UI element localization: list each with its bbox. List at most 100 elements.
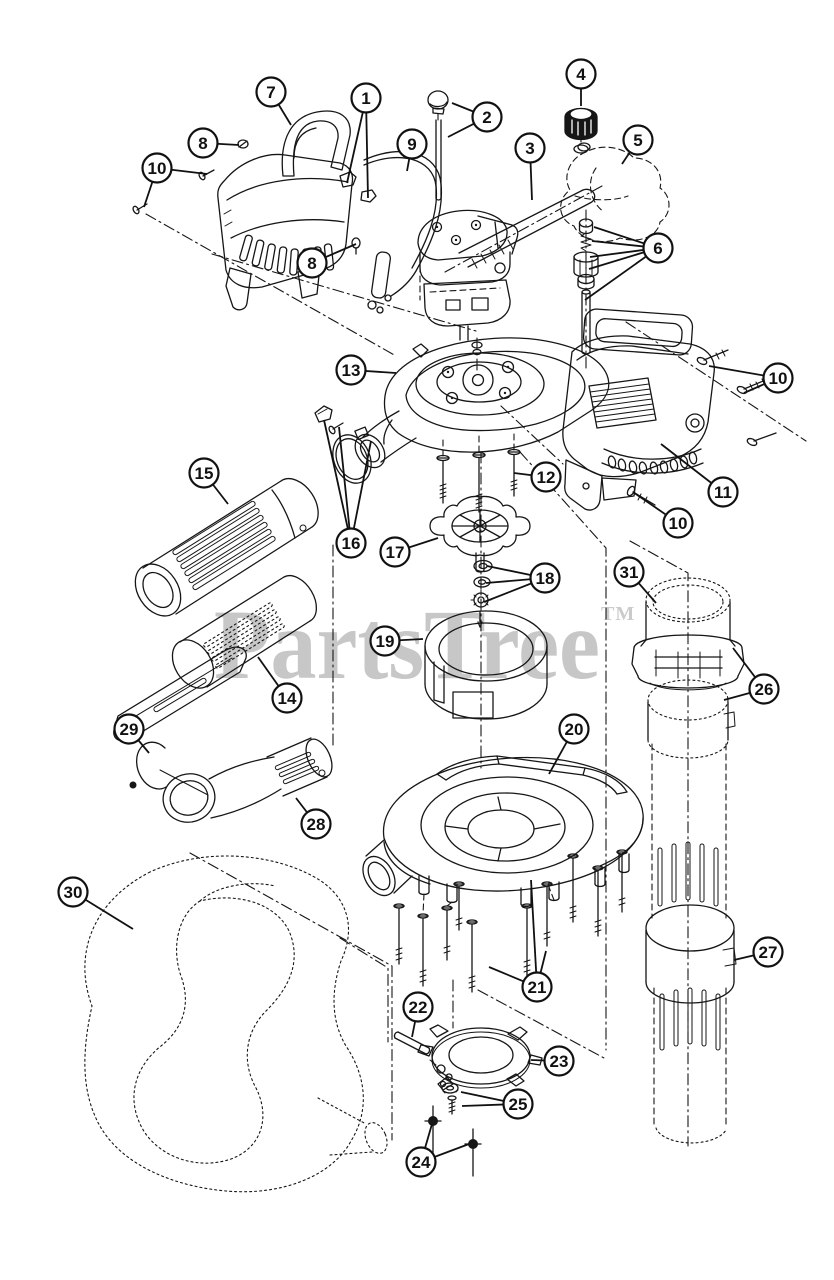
callout-8-number: 8 [198,134,207,153]
callout-22-bubble[interactable] [402,991,434,1023]
part-blower-tube [134,478,319,617]
callout-27[interactable]: 27 [733,936,784,968]
callout-15[interactable]: 15 [188,457,229,505]
callout-4-bubble[interactable] [565,58,597,90]
part-impeller-fan [429,495,531,573]
callout-24-number: 24 [412,1153,431,1172]
callout-30-bubble[interactable] [57,876,89,908]
part-lower-housing [362,755,644,915]
callout-7[interactable]: 7 [255,76,292,126]
callout-17-number: 17 [386,543,405,562]
callout-21[interactable]: 21 [488,879,553,1003]
callout-8-bubble[interactable] [187,127,219,159]
callout-18-bubble[interactable] [529,562,561,594]
callout-10-bubble[interactable] [141,152,173,184]
callout-13[interactable]: 13 [335,354,397,386]
callout-20-number: 20 [565,720,584,739]
part-scroll-ring [424,610,548,720]
callout-29-bubble[interactable] [113,713,145,745]
callout-19[interactable]: 19 [369,625,424,657]
part-retaining-ring [129,741,167,790]
callout-29-number: 29 [120,720,139,739]
callout-11-number: 11 [714,483,732,502]
part-push-pins [424,1105,482,1177]
callout-4[interactable]: 4 [565,58,597,107]
callout-20[interactable]: 20 [548,713,590,775]
callout-24-bubble[interactable] [405,1146,437,1178]
part-starter-cover [132,110,361,311]
callout-22[interactable]: 22 [402,991,434,1038]
callout-21-number: 21 [528,978,547,997]
callout-20-bubble[interactable] [558,713,590,745]
callout-17[interactable]: 17 [379,536,439,568]
callout-12-bubble[interactable] [530,461,562,493]
callout-10-bubble[interactable] [762,362,794,394]
callout-26-bubble[interactable] [748,673,780,705]
callout-10[interactable]: 10 [632,491,694,539]
callout-31[interactable]: 31 [613,556,657,604]
callout-10-number: 10 [148,159,167,178]
callout-5-bubble[interactable] [622,124,654,156]
callout-8-number: 8 [307,254,316,273]
callout-2-bubble[interactable] [471,101,503,133]
callout-25[interactable]: 25 [460,1088,534,1120]
callout-2[interactable]: 2 [447,101,503,138]
callout-28[interactable]: 28 [295,797,332,840]
callout-3-bubble[interactable] [514,132,546,164]
callout-1[interactable]: 1 [346,82,382,199]
callout-14-bubble[interactable] [271,682,303,714]
part-small-screws [441,1082,459,1115]
callout-3[interactable]: 3 [514,132,546,201]
callout-1-bubble[interactable] [350,82,382,114]
callout-9[interactable]: 9 [396,128,428,172]
callout-10[interactable]: 10 [141,152,208,208]
callout-17-bubble[interactable] [379,536,411,568]
callout-10[interactable]: 10 [708,362,794,394]
callout-9-bubble[interactable] [396,128,428,160]
callout-22-number: 22 [409,998,428,1017]
callout-11[interactable]: 11 [660,443,739,508]
part-primer-parts [573,218,599,355]
callout-23-bubble[interactable] [543,1045,575,1077]
callout-14[interactable]: 14 [257,656,303,714]
callout-5-number: 5 [633,131,642,150]
callout-12[interactable]: 12 [513,461,562,493]
callout-7-bubble[interactable] [255,76,287,108]
callout-11-bubble[interactable] [707,476,739,508]
callout-27-bubble[interactable] [752,936,784,968]
callout-21-bubble[interactable] [521,971,553,1003]
part-fuel-cap [564,107,598,154]
callout-28-bubble[interactable] [300,808,332,840]
callout-24[interactable]: 24 [405,1123,470,1178]
callout-16-bubble[interactable] [335,527,367,559]
callout-18[interactable]: 18 [483,562,561,603]
callout-26[interactable]: 26 [723,647,780,705]
callout-1-leader [365,97,369,199]
callout-25-number: 25 [509,1095,528,1114]
part-pin [393,1031,431,1055]
callout-26-number: 26 [755,680,774,699]
callout-5[interactable]: 5 [621,124,654,165]
callout-16[interactable]: 16 [323,419,372,559]
callout-13-bubble[interactable] [335,354,367,386]
part-fuel-tank [560,142,670,243]
part-engine [417,209,519,341]
callout-23[interactable]: 23 [530,1045,575,1077]
callout-15-bubble[interactable] [188,457,220,489]
callout-29[interactable]: 29 [113,713,150,754]
callout-31-number: 31 [620,563,639,582]
callout-10-bubble[interactable] [662,507,694,539]
callout-6-number: 6 [653,239,662,258]
callout-8-bubble[interactable] [296,247,328,279]
callout-8[interactable]: 8 [187,127,240,159]
callout-2-number: 2 [482,108,491,127]
callout-6[interactable]: 6 [584,226,674,301]
callout-31-bubble[interactable] [613,556,645,588]
callout-30[interactable]: 30 [57,876,134,930]
callout-6-bubble[interactable] [642,232,674,264]
callout-19-bubble[interactable] [369,625,401,657]
callout-8[interactable]: 8 [296,243,357,279]
callout-25-bubble[interactable] [502,1088,534,1120]
